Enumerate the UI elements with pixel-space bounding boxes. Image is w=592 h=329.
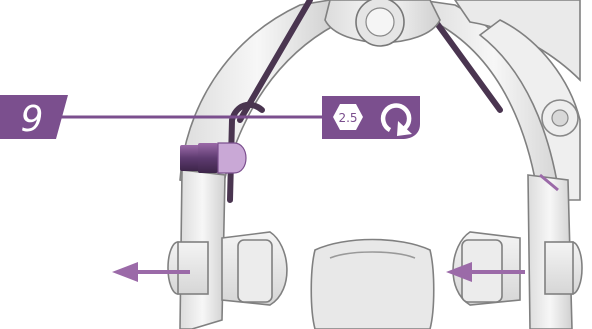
- tool-callout: 2.5: [322, 96, 420, 139]
- step-number: 9: [21, 99, 44, 140]
- cable-anchor-bolt: [180, 143, 246, 173]
- arrow-left-pad-icon: [446, 262, 525, 282]
- hex-key-size: 2.5: [338, 111, 357, 125]
- arrow-left-icon: [112, 262, 190, 282]
